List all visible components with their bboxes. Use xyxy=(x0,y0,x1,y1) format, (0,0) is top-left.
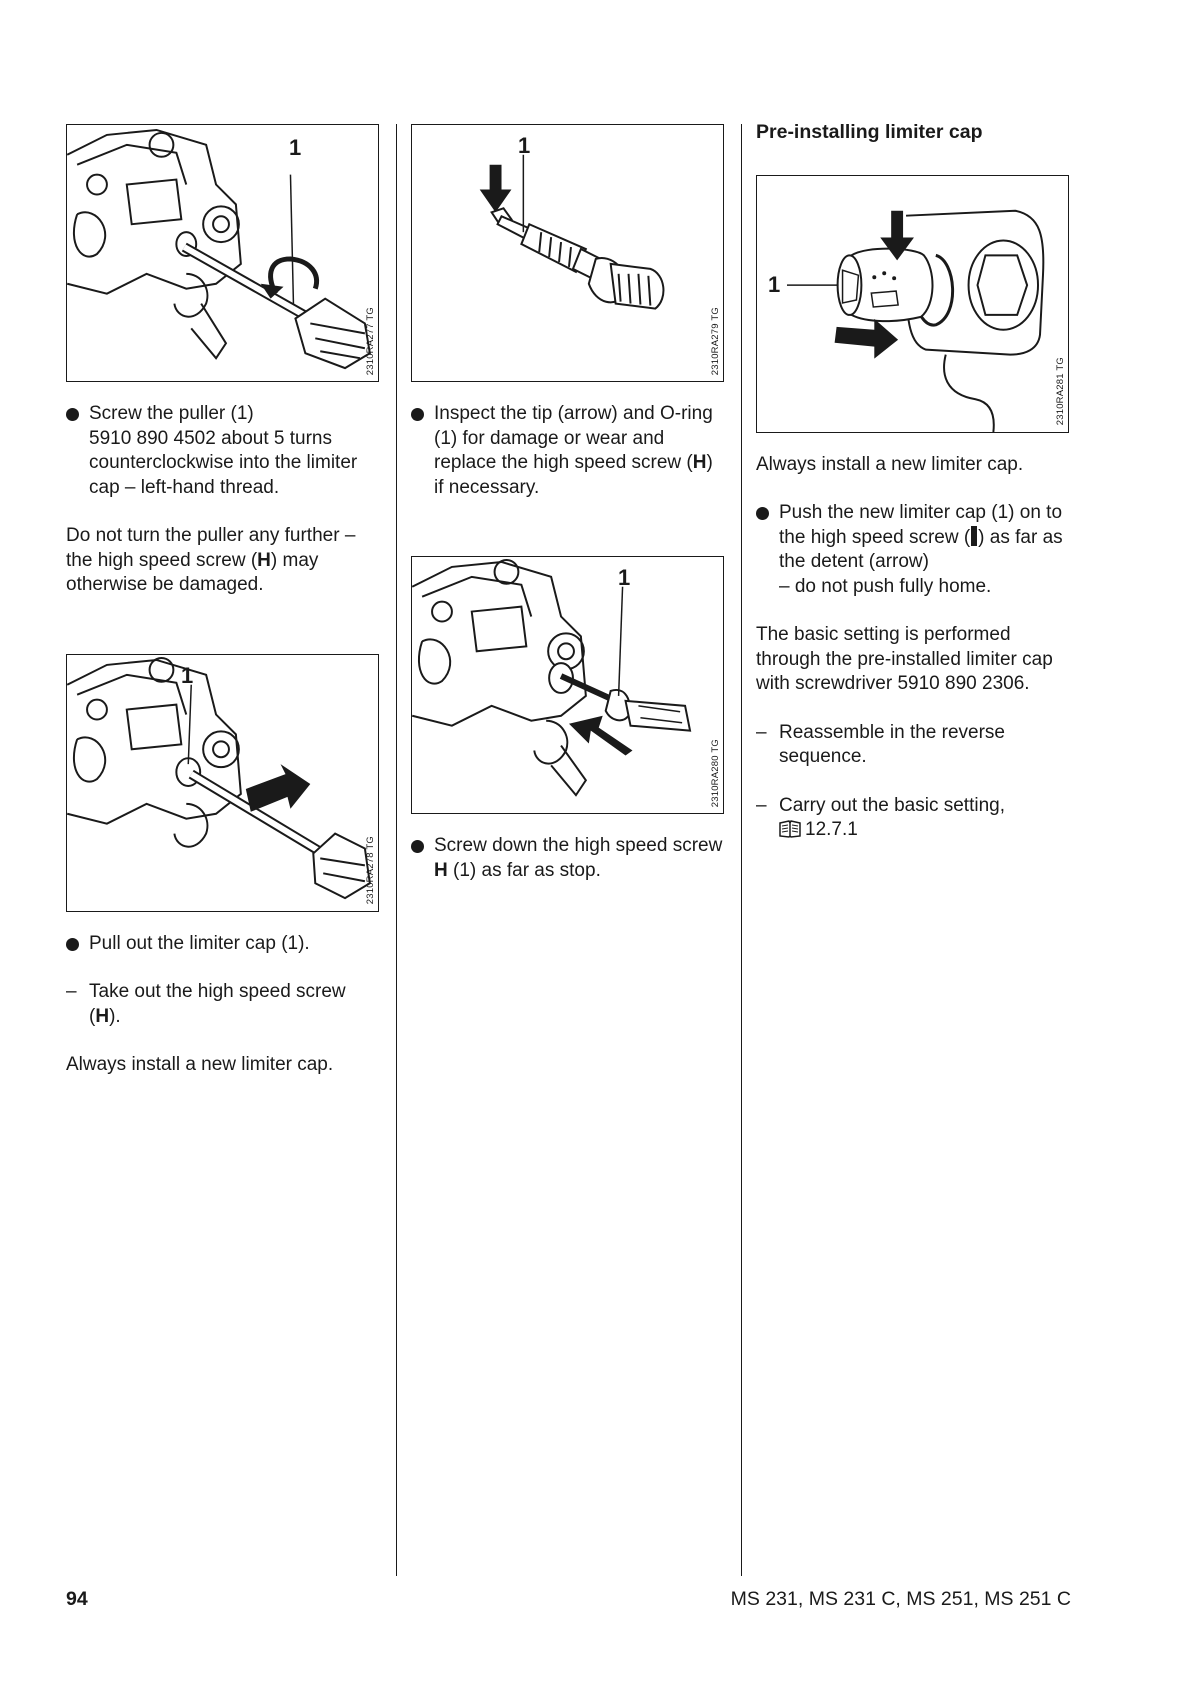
illustration-limiter-cap xyxy=(786,209,1045,432)
column-3: Pre-installing limiter cap 1 2310RA281 T… xyxy=(756,121,1072,843)
note-new-limiter-cap: Always install a new limiter cap. xyxy=(756,453,1024,475)
callout-1: 1 xyxy=(768,271,781,297)
illustration-high-speed-screw xyxy=(479,154,665,310)
instruction-screw-down: Screw down the high speed screw H (1) as… xyxy=(411,834,727,883)
instruction-push-cap: Push the new limiter cap (1) on to the h… xyxy=(756,501,1072,599)
figure-code: 2310RA278 TG xyxy=(365,836,376,905)
model-list: MS 231, MS 231 C, MS 251, MS 251 C xyxy=(730,1588,1071,1610)
figure-code: 2310RA280 TG xyxy=(710,738,721,807)
callout-1: 1 xyxy=(618,565,631,590)
instruction-pull-out-cap: Pull out the limiter cap (1). xyxy=(66,932,382,957)
instruction-take-out-screw: – Take out the high speed screw (H). xyxy=(66,981,346,1027)
figure-pre-install-cap: 1 2310RA281 TG xyxy=(756,174,1069,433)
warning-do-not-turn: Do not turn the puller any further – the… xyxy=(66,525,356,595)
illustration-screw-down xyxy=(412,558,692,797)
figure-high-speed-screw: 1 2310RA279 TG xyxy=(411,124,724,382)
section-heading: Pre-installing limiter cap xyxy=(756,121,983,143)
note-new-limiter-cap: Always install a new limiter cap. xyxy=(66,1054,334,1075)
screw-marker-icon xyxy=(971,525,978,546)
callout-1: 1 xyxy=(518,133,531,158)
instruction-basic-setting: – Carry out the basic setting, 12.7.1 xyxy=(756,794,1005,841)
figure-puller-screw-in: 1 2310RA277 TG xyxy=(66,124,379,382)
callout-1: 1 xyxy=(181,662,194,688)
figure-screw-down: 1 2310RA280 TG xyxy=(411,556,724,814)
column-1: 1 2310RA277 TG Screw the puller (1) 5910… xyxy=(66,124,382,1078)
column-divider-right xyxy=(741,124,742,1576)
figure-pull-limiter-cap: 1 2310RA278 TG xyxy=(66,653,379,912)
figure-code: 2310RA279 TG xyxy=(710,306,721,375)
page-number: 94 xyxy=(66,1588,88,1610)
instruction-screw-puller: Screw the puller (1) 5910 890 4502 about… xyxy=(66,402,382,500)
instruction-inspect-tip: Inspect the tip (arrow) and O-ring (1) f… xyxy=(411,402,727,500)
column-divider-left xyxy=(396,124,397,1576)
illustration-carburetor-puller xyxy=(67,128,371,370)
instruction-reassemble: – Reassemble in the reverse sequence. xyxy=(756,721,1005,768)
callout-1: 1 xyxy=(289,135,302,160)
section-reference: 12.7.1 xyxy=(805,819,858,840)
note-basic-setting: The basic setting is performed through t… xyxy=(756,624,1053,694)
book-reference-icon xyxy=(779,820,801,838)
column-2: 1 2310RA279 TG Inspect the tip (arrow) a… xyxy=(411,124,727,883)
figure-code: 2310RA277 TG xyxy=(365,306,376,375)
figure-code: 2310RA281 TG xyxy=(1055,357,1066,426)
illustration-pulling-cap xyxy=(67,656,371,899)
